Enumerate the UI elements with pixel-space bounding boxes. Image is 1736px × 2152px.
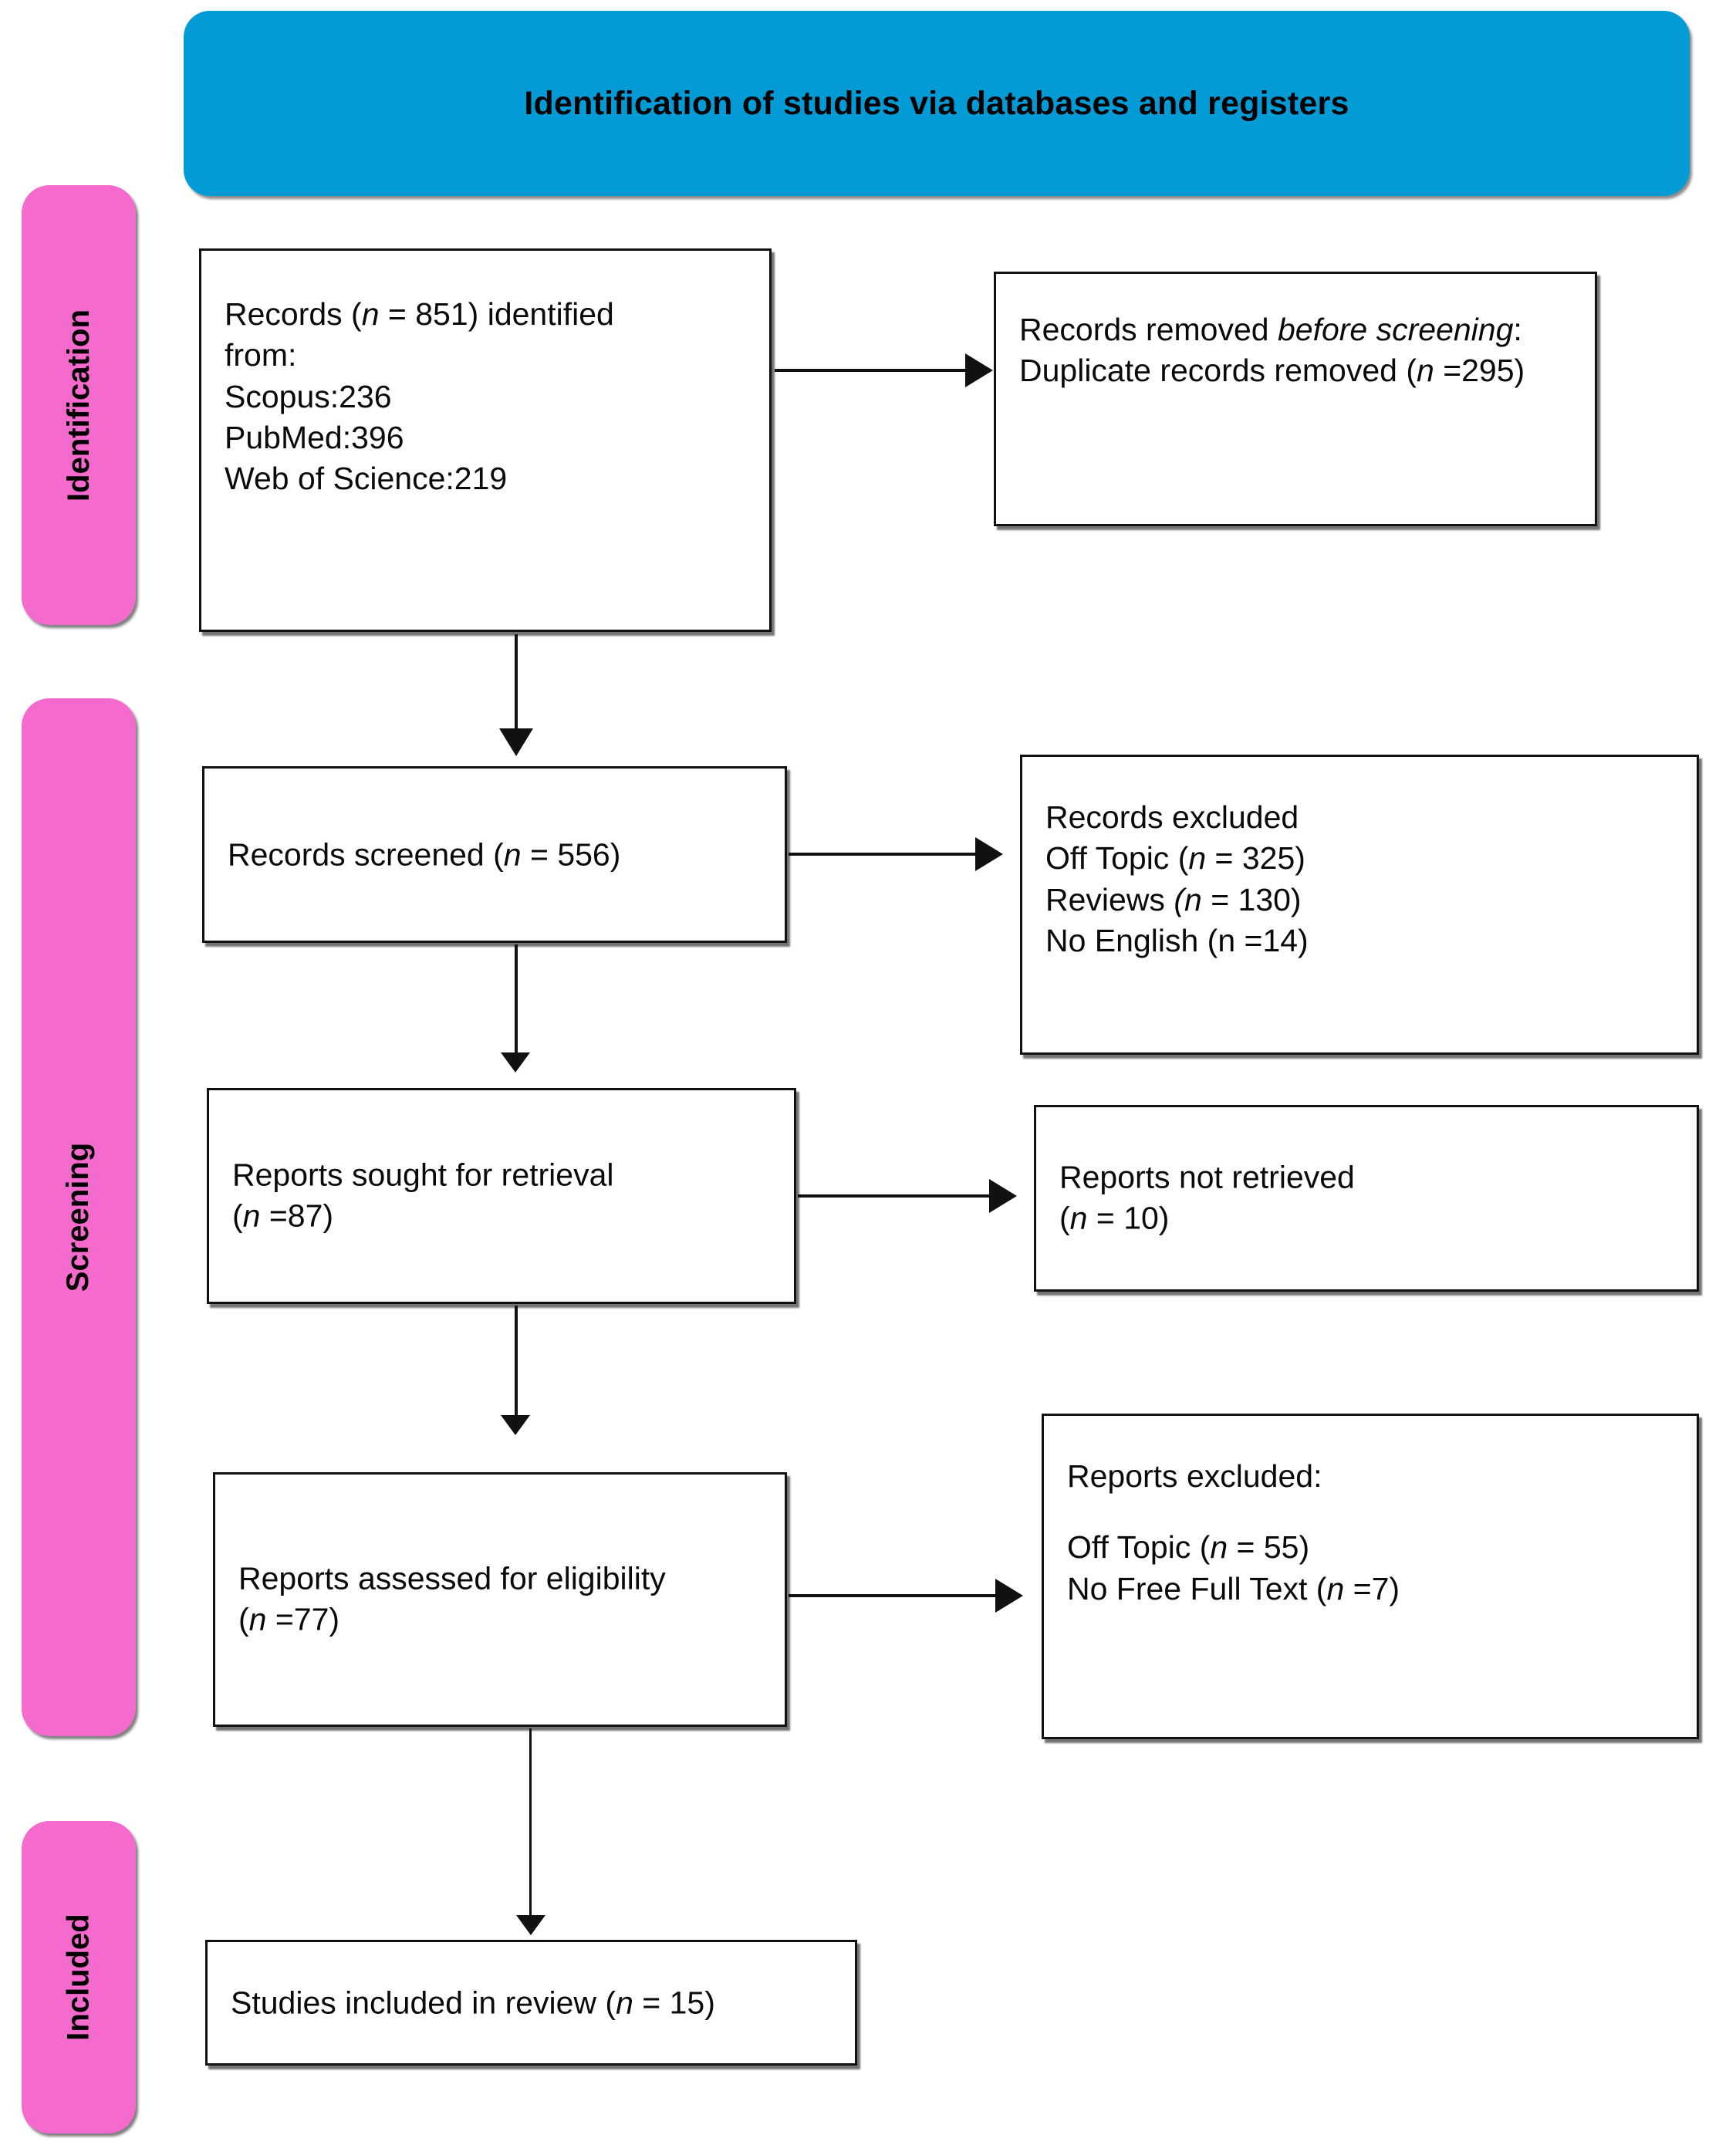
reports-not-retrieved-line2: (n = 10) xyxy=(1059,1201,1170,1236)
box-records-removed-text: Records removed before screening: Duplic… xyxy=(1019,309,1578,392)
reports-excluded-line2: Off Topic (n = 55) xyxy=(1067,1529,1310,1566)
box-records-removed: Records removed before screening: Duplic… xyxy=(994,272,1597,526)
box-reports-sought-text: Reports sought for retrieval (n =87) xyxy=(232,1155,777,1238)
arrow-sought-to-assessed xyxy=(501,1415,530,1435)
connector-screened-to-excluded xyxy=(789,853,978,856)
box-records-identified-text: Records (n = 851) identified from: Scopu… xyxy=(225,294,752,499)
reports-assessed-line2: (n =77) xyxy=(238,1602,340,1637)
records-removed-line1: Records removed before screening: xyxy=(1019,312,1522,347)
reports-sought-line1: Reports sought for retrieval xyxy=(232,1157,614,1193)
box-reports-not-retrieved-text: Reports not retrieved (n = 10) xyxy=(1059,1157,1680,1240)
stage-label-identification: Identification xyxy=(61,309,96,502)
box-studies-included-text: Studies included in review (n = 15) xyxy=(231,1982,838,2023)
connector-assessed-to-reports-excluded xyxy=(789,1594,997,1597)
box-studies-included: Studies included in review (n = 15) xyxy=(205,1940,857,2066)
stage-label-included: Included xyxy=(61,1914,96,2041)
arrow-sought-to-not-retrieved xyxy=(989,1179,1017,1213)
connector-sought-to-not-retrieved xyxy=(798,1194,991,1198)
arrow-assessed-to-reports-excluded xyxy=(995,1579,1023,1613)
records-identified-line2: from: xyxy=(225,337,297,373)
arrow-screened-to-excluded xyxy=(975,837,1003,871)
header-banner: Identification of studies via databases … xyxy=(184,11,1690,196)
arrow-identified-to-screened xyxy=(499,728,533,756)
arrow-assessed-to-included xyxy=(516,1915,545,1935)
box-reports-excluded-text: Reports excluded: Off Topic (n = 55) No … xyxy=(1067,1456,1680,1610)
arrow-screened-to-sought xyxy=(501,1052,530,1073)
records-identified-line5: Web of Science:219 xyxy=(225,461,508,497)
box-records-excluded-text: Records excluded Off Topic (n = 325) Rev… xyxy=(1045,797,1680,961)
records-excluded-line2: Off Topic (n = 325) xyxy=(1045,840,1305,877)
reports-excluded-spacer xyxy=(1067,1497,1680,1527)
records-identified-line4: PubMed:396 xyxy=(225,419,404,455)
box-reports-sought: Reports sought for retrieval (n =87) xyxy=(207,1088,796,1304)
connector-sought-to-assessed xyxy=(515,1306,518,1421)
studies-included-line1: Studies included in review (n = 15) xyxy=(231,1984,715,2020)
banner-title: Identification of studies via databases … xyxy=(524,84,1349,122)
stage-bar-identification: Identification xyxy=(22,185,136,625)
records-excluded-line3: Reviews (n = 130) xyxy=(1045,881,1302,917)
box-reports-assessed: Reports assessed for eligibility (n =77) xyxy=(213,1472,787,1727)
reports-not-retrieved-line1: Reports not retrieved xyxy=(1059,1159,1355,1195)
box-reports-excluded: Reports excluded: Off Topic (n = 55) No … xyxy=(1042,1414,1699,1739)
connector-assessed-to-included xyxy=(529,1728,532,1921)
box-reports-assessed-text: Reports assessed for eligibility (n =77) xyxy=(238,1559,768,1641)
connector-screened-to-sought xyxy=(515,944,518,1059)
box-records-screened: Records screened (n = 556) xyxy=(202,766,787,943)
arrow-identified-to-removed xyxy=(965,353,993,387)
reports-sought-line2: (n =87) xyxy=(232,1198,334,1234)
records-identified-line3: Scopus:236 xyxy=(225,378,392,414)
records-removed-line2: Duplicate records removed (n =295) xyxy=(1019,353,1525,389)
box-records-screened-text: Records screened (n = 556) xyxy=(228,834,768,875)
records-excluded-line4: No English (n =14) xyxy=(1045,922,1309,958)
records-screened-line1: Records screened (n = 556) xyxy=(228,836,621,872)
records-identified-line1: Records (n = 851) identified xyxy=(225,296,614,332)
box-records-identified: Records (n = 851) identified from: Scopu… xyxy=(199,248,772,632)
reports-assessed-line1: Reports assessed for eligibility xyxy=(238,1560,666,1596)
stage-label-screening: Screening xyxy=(61,1142,96,1292)
box-records-excluded: Records excluded Off Topic (n = 325) Rev… xyxy=(1020,755,1699,1055)
connector-identified-to-screened xyxy=(515,634,518,735)
stage-bar-screening: Screening xyxy=(22,698,136,1736)
stage-bar-included: Included xyxy=(22,1821,136,2133)
reports-excluded-line1: Reports excluded: xyxy=(1067,1458,1322,1494)
reports-excluded-line3: No Free Full Text (n =7) xyxy=(1067,1570,1400,1606)
records-excluded-line1: Records excluded xyxy=(1045,799,1299,835)
box-reports-not-retrieved: Reports not retrieved (n = 10) xyxy=(1034,1105,1699,1292)
connector-identified-to-removed xyxy=(775,369,968,372)
